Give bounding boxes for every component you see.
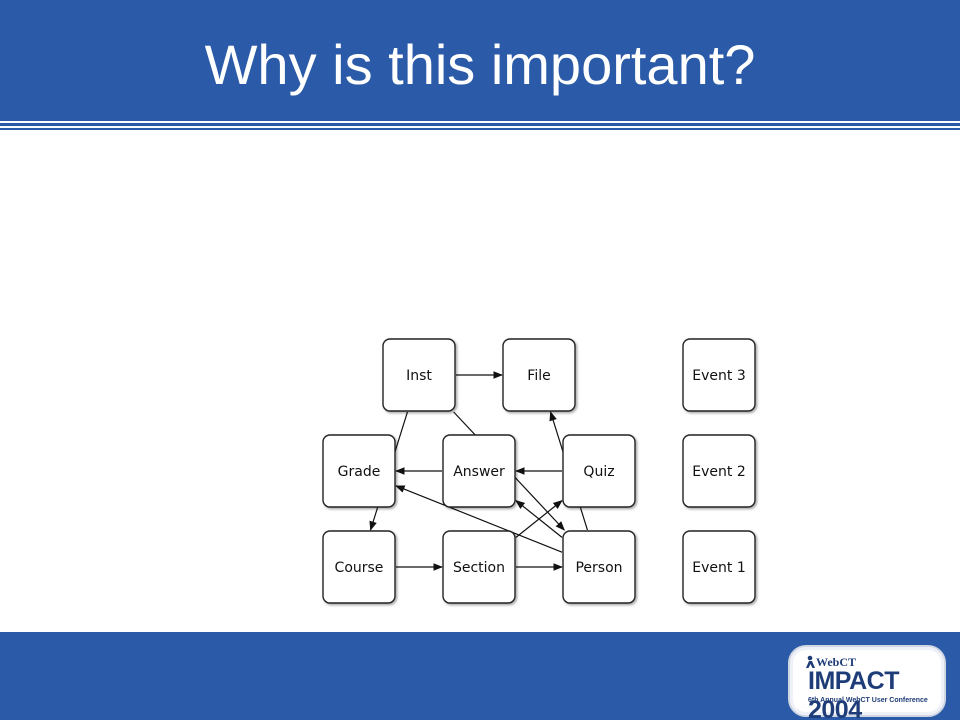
node-label-quiz: Quiz <box>583 464 614 480</box>
node-box-event2 <box>682 434 756 508</box>
node-label-event2: Event 2 <box>692 464 745 480</box>
logo-subtitle: 6th Annual WebCT User Conference <box>808 697 928 704</box>
node-box-quiz <box>562 434 636 508</box>
node-box-event1 <box>682 530 756 604</box>
title-rule-thick <box>0 123 960 126</box>
edge-person-to-grade <box>395 485 563 553</box>
impact-2004-logo: WebCT IMPACT 2004 6th Annual WebCT User … <box>788 645 946 724</box>
logo-brand: WebCT <box>816 655 857 669</box>
node-label-answer: Answer <box>453 464 505 480</box>
node-event3: Event 3 <box>682 338 756 412</box>
node-label-event3: Event 3 <box>692 368 745 384</box>
node-person: Person <box>562 530 636 604</box>
title-rule-thin <box>0 128 960 130</box>
node-label-section: Section <box>453 560 505 576</box>
edge-section-to-quiz <box>515 500 563 538</box>
node-box-person <box>562 530 636 604</box>
node-box-answer <box>442 434 516 508</box>
title-bar: Why is this important? <box>0 0 960 121</box>
node-file: File <box>502 338 576 412</box>
node-course: Course <box>322 530 396 604</box>
node-inst: Inst <box>382 338 456 412</box>
node-grade: Grade <box>322 434 396 508</box>
edges-layer <box>369 371 589 571</box>
logo-event-name: IMPACT 2004 <box>808 667 899 724</box>
node-event1: Event 1 <box>682 530 756 604</box>
node-answer: Answer <box>442 434 516 508</box>
node-box-course <box>322 530 396 604</box>
node-box-grade <box>322 434 396 508</box>
nodes-layer: Inst File Event 3 Grade Answer Quiz Event 2 Cou… <box>322 338 756 604</box>
node-label-inst: Inst <box>406 368 432 384</box>
node-box-inst <box>382 338 456 412</box>
node-label-event1: Event 1 <box>692 560 745 576</box>
node-label-grade: Grade <box>338 464 381 480</box>
node-section: Section <box>442 530 516 604</box>
node-event2: Event 2 <box>682 434 756 508</box>
node-label-course: Course <box>335 560 384 576</box>
node-label-person: Person <box>575 560 622 576</box>
node-box-event3 <box>682 338 756 412</box>
node-box-file <box>502 338 576 412</box>
node-quiz: Quiz <box>562 434 636 508</box>
node-box-section <box>442 530 516 604</box>
webct-figure-icon <box>806 655 815 668</box>
slide-title: Why is this important? <box>204 33 756 96</box>
node-label-file: File <box>527 368 550 384</box>
